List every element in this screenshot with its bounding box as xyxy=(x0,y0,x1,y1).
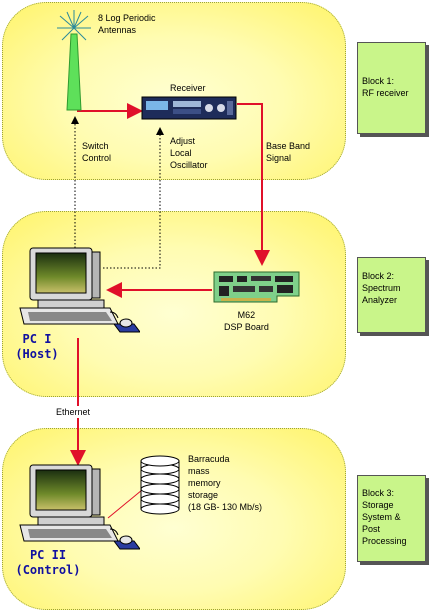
ethernet-label: Ethernet xyxy=(56,406,91,418)
block1-region xyxy=(2,2,346,180)
pc1-computer-icon xyxy=(19,247,140,333)
dsp-board-label: M62 DSP Board xyxy=(224,310,269,332)
receiver-label: Receiver xyxy=(170,83,206,93)
baseband-label: Base Band Signal xyxy=(266,141,311,163)
antenna-icon xyxy=(57,10,91,111)
pc2-label: PC II (Control) xyxy=(15,548,81,577)
storage-link-line xyxy=(107,489,143,519)
antenna-label: 8 Log Periodic Antennas xyxy=(98,13,156,35)
storage-icon xyxy=(140,455,180,515)
receiver-icon xyxy=(141,96,237,120)
block2-box: Block 2: Spectrum Analyzer xyxy=(357,257,426,333)
baseband-line xyxy=(237,103,270,266)
adjust-lo-line xyxy=(103,127,164,269)
block1-box: Block 1: RF receiver xyxy=(357,42,426,134)
pc2-computer-icon xyxy=(19,464,140,550)
storage-label: Barracuda mass memory storage (18 GB- 13… xyxy=(188,454,263,512)
pc1-label: PC I (Host) xyxy=(15,332,59,361)
dsp-board-icon xyxy=(213,271,300,303)
switch-control-label: Switch Control xyxy=(82,141,112,163)
block3-box: Block 3: Storage System & Post Processin… xyxy=(357,475,426,562)
adjust-lo-label: Adjust Local Oscillator xyxy=(170,136,208,170)
